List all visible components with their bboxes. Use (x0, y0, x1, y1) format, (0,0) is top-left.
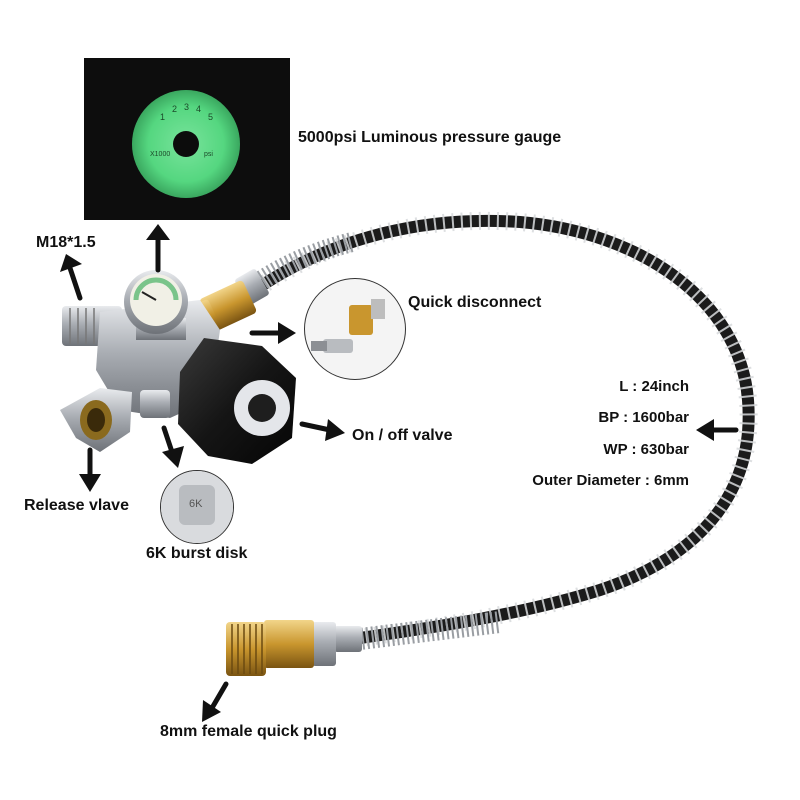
spec-outer-diameter: Outer Diameter : 6mm (532, 472, 689, 489)
arrows (60, 224, 739, 722)
gauge-mark-2: 2 (172, 104, 177, 114)
burst-disk-stamp: 6K (189, 498, 203, 510)
gauge-mark-4: 4 (196, 104, 201, 114)
quick-disconnect-photo (311, 299, 385, 353)
burst-disk-label: 6K burst disk (146, 545, 248, 562)
gauge-unit-right: psi (204, 151, 213, 158)
gauge-unit-left: X1000 (150, 151, 170, 158)
burst-disk-photo: 6K (161, 471, 233, 543)
luminous-gauge-face: 1 2 3 4 5 X1000 psi (132, 90, 240, 198)
quick-disconnect-inset (304, 278, 406, 380)
spec-wp: WP : 630bar (603, 441, 689, 458)
burst-disk-inset: 6K (160, 470, 234, 544)
hose (252, 211, 758, 647)
spec-length: L : 24inch (619, 378, 689, 395)
spec-bp: BP : 1600bar (598, 409, 689, 426)
gauge-mark-5: 5 (208, 112, 213, 122)
female-plug-label: 8mm female quick plug (160, 723, 337, 740)
hose-spring-bottom (350, 611, 502, 651)
gauge-label: 5000psi Luminous pressure gauge (298, 129, 562, 146)
quick-disconnect-label: Quick disconnect (408, 294, 542, 311)
on-off-knob (178, 338, 296, 464)
mounted-gauge (124, 270, 188, 340)
luminous-gauge-photo: 1 2 3 4 5 X1000 psi (84, 58, 290, 220)
female-quick-plug (226, 620, 362, 676)
gauge-mark-1: 1 (160, 112, 165, 122)
on-off-valve-label: On / off valve (352, 427, 453, 444)
release-valve-label: Release vlave (24, 497, 129, 514)
thread-label: M18*1.5 (36, 234, 96, 251)
gauge-mark-3: 3 (184, 102, 189, 112)
